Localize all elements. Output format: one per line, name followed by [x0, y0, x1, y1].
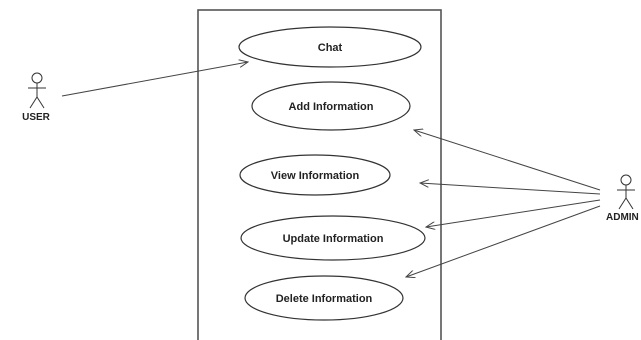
association-admin-update: [426, 199, 601, 227]
use-case-delete-information[interactable]: Delete Information: [244, 275, 404, 321]
actor-admin[interactable]: ADMIN: [606, 174, 639, 223]
use-case-chat[interactable]: Chat: [238, 26, 422, 68]
use-case-add-information-label: Add Information: [289, 101, 374, 113]
association-admin-add: [414, 130, 601, 191]
use-case-chat-label: Chat: [318, 42, 343, 54]
use-case-update-information-label: Update Information: [283, 233, 384, 245]
use-case-add-information[interactable]: Add Information: [251, 81, 411, 131]
association-admin-view: [420, 183, 601, 195]
association-user-chat: [61, 62, 248, 97]
actor-user[interactable]: USER: [22, 72, 51, 123]
association-admin-delete: [406, 205, 601, 277]
use-case-view-information[interactable]: View Information: [239, 154, 391, 196]
use-case-view-information-label: View Information: [271, 170, 360, 182]
use-case-delete-information-label: Delete Information: [276, 293, 373, 305]
actor-user-label: USER: [22, 112, 51, 123]
admin-stick-figure-icon: [617, 174, 635, 210]
user-stick-figure-icon: [28, 72, 46, 109]
use-case-update-information[interactable]: Update Information: [240, 215, 426, 261]
actor-admin-label: ADMIN: [606, 212, 639, 223]
